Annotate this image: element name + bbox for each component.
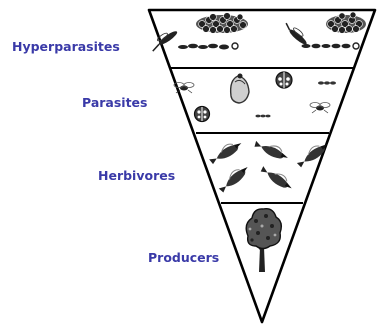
egg-mass-icon [196, 13, 248, 34]
larva-icon [318, 81, 336, 84]
larvae-row-icon [302, 43, 360, 49]
bird-icon [207, 138, 244, 166]
tier-hyperparasites [148, 12, 366, 52]
bird-icon [253, 137, 290, 162]
label-hyperparasites: Hyperparasites [12, 39, 120, 54]
tier-producers [246, 209, 281, 272]
larva-icon [256, 115, 271, 118]
cocoon-icon [231, 74, 249, 104]
label-producers: Producers [148, 250, 219, 265]
larvae-row-icon [178, 43, 238, 50]
tree-icon [246, 209, 281, 272]
wasp-icon [282, 21, 310, 47]
tier-parasites [174, 72, 336, 122]
bird-icon [259, 163, 295, 193]
label-parasites: Parasites [82, 95, 147, 110]
fly-icon [310, 103, 330, 114]
ladybird-icon [276, 72, 292, 88]
ladybird-icon [195, 107, 210, 122]
egg-mass-icon [326, 12, 366, 33]
pyramid-outline [149, 10, 375, 322]
bird-icon [216, 163, 251, 195]
label-herbivores: Herbivores [98, 168, 175, 183]
